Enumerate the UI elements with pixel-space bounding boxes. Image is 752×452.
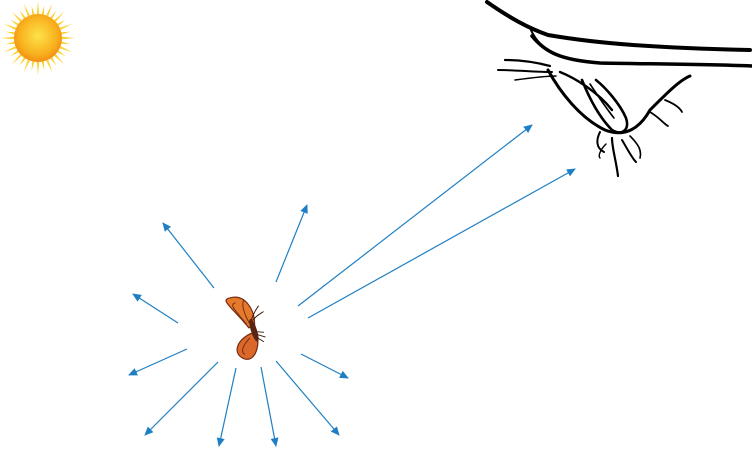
ray-to-eye xyxy=(297,124,533,307)
ray-to-eye xyxy=(307,168,576,319)
scattered-ray xyxy=(144,361,219,436)
sun-rays xyxy=(1,1,75,75)
sun-ray xyxy=(10,50,19,57)
sun-ray xyxy=(19,57,26,66)
sun-ray xyxy=(59,23,73,30)
sun-icon xyxy=(1,1,75,75)
sun-ray xyxy=(57,50,66,57)
eye-icon xyxy=(485,0,752,178)
scattered-ray xyxy=(162,222,215,289)
sun-ray xyxy=(5,31,15,35)
sun-ray xyxy=(41,61,45,71)
sun-ray xyxy=(50,10,57,19)
sun-ray xyxy=(19,10,26,19)
sun-ray xyxy=(5,41,15,45)
scattered-ray xyxy=(300,353,349,379)
sun-ray xyxy=(3,23,17,30)
scattered-ray xyxy=(132,293,179,324)
sun-ray xyxy=(61,31,71,35)
sun-ray xyxy=(36,1,40,14)
sun-ray xyxy=(31,5,35,15)
sun-ray xyxy=(11,54,22,65)
sun-ray xyxy=(36,62,40,75)
sun-ray xyxy=(31,61,35,71)
sun-ray xyxy=(59,46,73,53)
sun-ray xyxy=(11,11,22,22)
scattered-ray xyxy=(128,348,188,376)
sun-ray xyxy=(46,59,53,73)
sun-ray xyxy=(23,59,30,73)
scattered-ray xyxy=(260,366,279,447)
sun-ray xyxy=(10,19,19,26)
sun-ray xyxy=(3,46,17,53)
scattered-ray xyxy=(216,367,237,447)
scattered-ray xyxy=(275,360,340,436)
sun-ray xyxy=(62,36,75,40)
scattered-ray xyxy=(275,204,308,283)
sun-ray xyxy=(1,36,14,40)
sun-ray xyxy=(54,54,65,65)
sun-ray xyxy=(46,3,53,17)
scattered-rays xyxy=(128,204,349,447)
rays-to-eye xyxy=(297,124,576,319)
sun-ray xyxy=(54,11,65,22)
sun-disc xyxy=(14,14,62,62)
sun-ray xyxy=(41,5,45,15)
sun-ray xyxy=(61,41,71,45)
sun-ray xyxy=(50,57,57,66)
sun-ray xyxy=(23,3,30,17)
sun-ray xyxy=(57,19,66,26)
butterfly-icon xyxy=(225,296,266,360)
